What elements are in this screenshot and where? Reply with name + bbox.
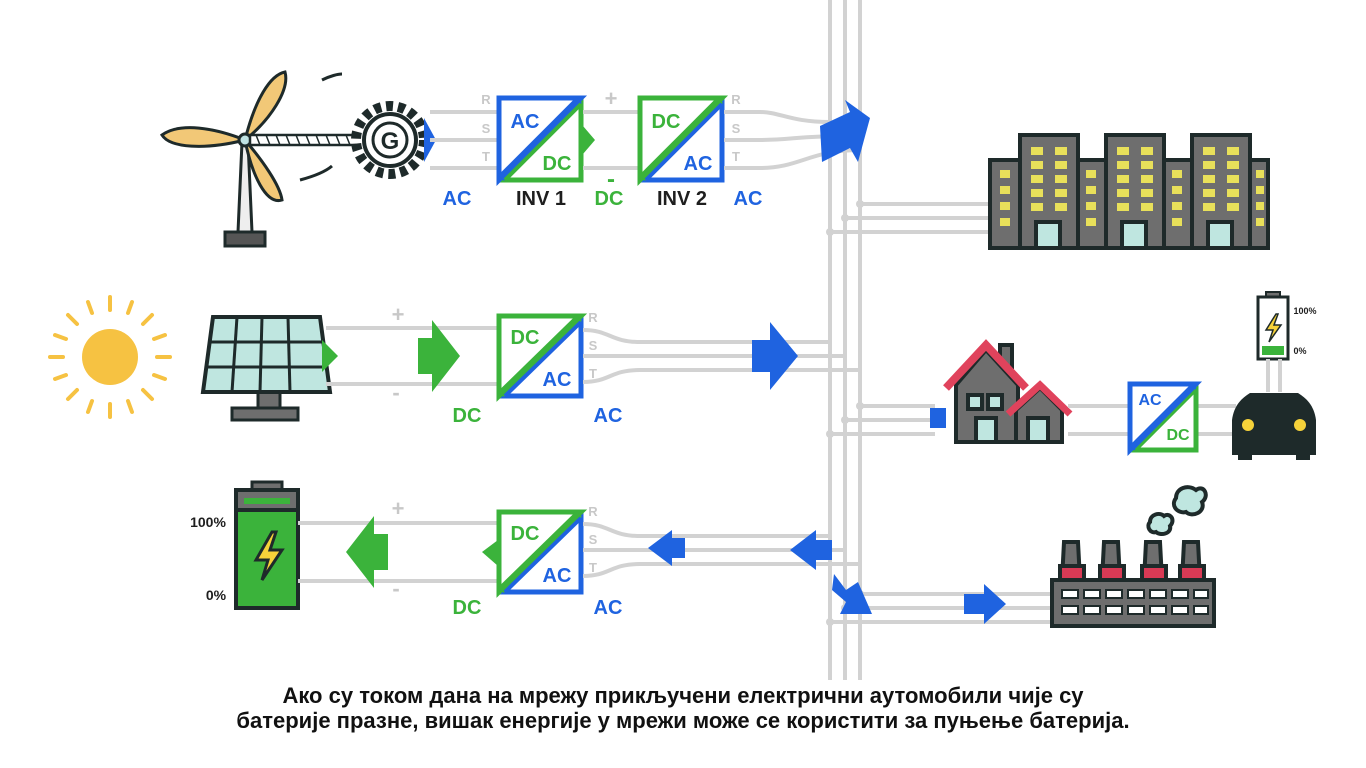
wire-label-t: T bbox=[482, 149, 490, 164]
factory-icon bbox=[1050, 485, 1216, 628]
storage-ac-label: AC bbox=[594, 597, 623, 619]
caption: Ако су током дана на мрежу прикључени ел… bbox=[0, 683, 1366, 733]
storage-arrow-2-icon bbox=[790, 530, 832, 570]
solar-to-bus-arrow-icon bbox=[752, 322, 798, 390]
wind-ac2-label: AC bbox=[734, 188, 763, 210]
solar-wire-label-s: S bbox=[589, 338, 598, 353]
storage-wire-label-r: R bbox=[588, 504, 598, 519]
solar-dc-wires bbox=[326, 326, 500, 386]
storage-dc-label: DC bbox=[453, 597, 482, 619]
inv2-name: INV 2 bbox=[657, 188, 707, 210]
wire-label-r: R bbox=[481, 92, 491, 107]
storage-dc-wires bbox=[298, 521, 500, 583]
building-windows bbox=[1000, 147, 1264, 226]
ev-charger-bottom-label: DC bbox=[1166, 427, 1190, 444]
storage-inv-top-label: DC bbox=[511, 523, 540, 545]
solar-inv-top-label: DC bbox=[511, 327, 540, 349]
caption-line-1: Ако су током дана на мрежу прикључени ел… bbox=[282, 683, 1084, 708]
inverter-inv1: AC DC bbox=[496, 95, 595, 187]
storage-arrow-1-icon bbox=[648, 530, 685, 566]
caption-line-2: батерије празне, вишак енергије у мрежи … bbox=[236, 708, 1130, 733]
wire2-label-s: S bbox=[732, 121, 741, 136]
storage-wire-label-t: T bbox=[589, 560, 597, 575]
house-connector bbox=[930, 408, 946, 428]
bus-to-factory-arrow-icon bbox=[832, 574, 872, 614]
factory-windows bbox=[1061, 589, 1209, 615]
dc-minus-label: - bbox=[607, 166, 615, 193]
house-icon bbox=[943, 339, 1073, 444]
ev-battery-high: 100% bbox=[1293, 306, 1316, 316]
ev-charger-converter: AC DC bbox=[1127, 381, 1203, 457]
wind-ac-label: AC bbox=[443, 188, 472, 210]
solar-ac-wires bbox=[582, 328, 860, 384]
wire2-label-r: R bbox=[731, 92, 741, 107]
house-to-charger-wires bbox=[1068, 404, 1236, 436]
wire-label-s: S bbox=[482, 121, 491, 136]
house-bus-wires bbox=[830, 404, 935, 436]
solar-dc-label: DC bbox=[453, 405, 482, 427]
solar-dc-arrow-icon bbox=[418, 320, 460, 392]
storage-charge-arrow-icon bbox=[346, 516, 388, 588]
solar-inv-bottom-label: AC bbox=[543, 369, 572, 391]
generator-gear-icon: G bbox=[351, 101, 436, 179]
storage-inverter: DC AC bbox=[496, 509, 588, 598]
storage-battery-icon bbox=[234, 480, 300, 610]
solar-wire-label-r: R bbox=[588, 310, 598, 325]
wind-wires-ac bbox=[430, 110, 500, 170]
wind-dc-link bbox=[583, 110, 640, 170]
inv2-bottom-label: AC bbox=[684, 153, 713, 175]
factory-arrow-icon bbox=[964, 584, 1006, 624]
solar-wire-label-t: T bbox=[589, 366, 597, 381]
storage-inv-bottom-label: AC bbox=[543, 565, 572, 587]
wind-turbine-icon bbox=[159, 70, 343, 248]
inv1-bottom-label: DC bbox=[543, 153, 572, 175]
storage-level-low: 0% bbox=[206, 587, 227, 603]
wind-to-bus-arrow-icon bbox=[820, 100, 870, 162]
city-bus-wires bbox=[830, 202, 990, 234]
energy-flow-diagram: G R S T AC AC DC INV 1 + - DC DC AC INV … bbox=[48, 0, 1317, 680]
solar-inverter: DC AC bbox=[496, 313, 588, 402]
ev-battery-low: 0% bbox=[1293, 346, 1306, 356]
dc-plus-label: + bbox=[605, 86, 618, 111]
factory-bus-wires bbox=[830, 592, 1052, 624]
storage-wire-label-s: S bbox=[589, 532, 598, 547]
inverter-inv2: DC AC bbox=[637, 95, 729, 187]
solar-ac-label: AC bbox=[594, 405, 623, 427]
inv1-name: INV 1 bbox=[516, 188, 566, 210]
ev-charger-top-label: AC bbox=[1138, 392, 1162, 409]
inv2-top-label: DC bbox=[652, 111, 681, 133]
wind-dc-label: DC bbox=[595, 188, 624, 210]
ev-battery-icon bbox=[1256, 291, 1290, 392]
solar-plus-label: + bbox=[392, 302, 405, 327]
storage-plus-label: + bbox=[392, 496, 405, 521]
solar-minus-label: - bbox=[392, 380, 399, 405]
inv1-top-label: AC bbox=[511, 111, 540, 133]
sun-icon bbox=[48, 295, 172, 419]
storage-minus-label: - bbox=[392, 576, 399, 601]
wire2-label-t: T bbox=[732, 149, 740, 164]
electric-car-icon bbox=[1232, 393, 1316, 460]
storage-level-high: 100% bbox=[190, 514, 226, 530]
solar-panel-icon bbox=[200, 315, 338, 422]
generator-letter: G bbox=[381, 128, 400, 155]
